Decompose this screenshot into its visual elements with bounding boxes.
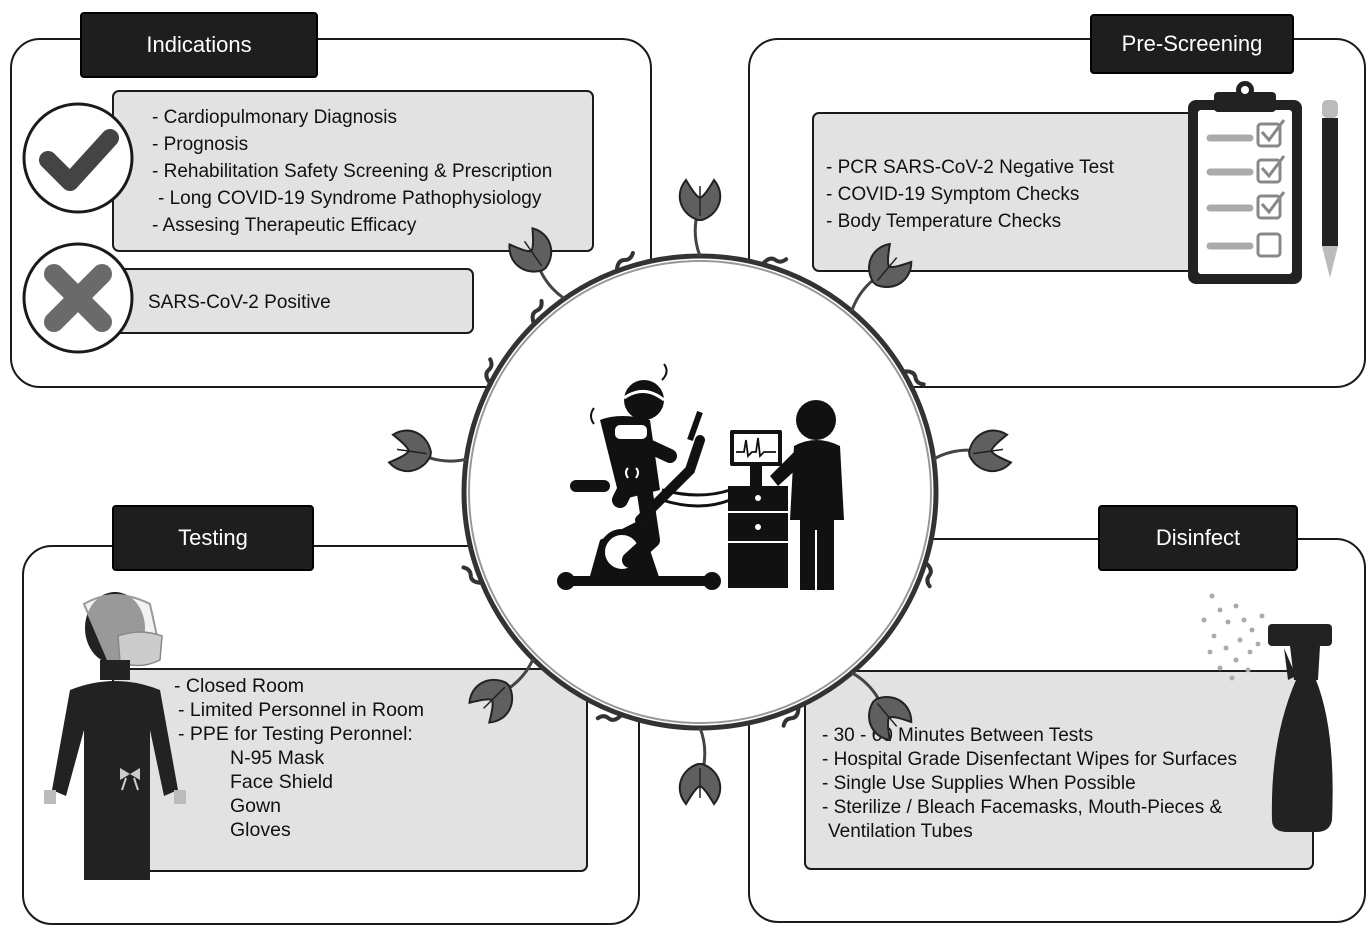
testing-title: Testing [178, 525, 248, 550]
indication-item: - Cardiopulmonary Diagnosis [152, 107, 397, 128]
disinfect-title: Disinfect [1155, 525, 1241, 550]
prescreening-item: - PCR SARS-CoV-2 Negative Test [826, 157, 1114, 178]
indication-item: - Prognosis [152, 134, 249, 155]
indication-item: - Assesing Therapeutic Efficacy [152, 215, 417, 236]
disinfect-item: Ventilation Tubes [828, 821, 973, 842]
indications-title: Indications [146, 32, 252, 57]
ppe-item: N-95 Mask [230, 747, 325, 769]
contraindication-box: SARS-CoV-2 Positive [112, 268, 474, 334]
testing-item: - Limited Personnel in Room [178, 699, 425, 721]
contraindication-text: SARS-CoV-2 Positive [148, 292, 331, 313]
prescreening-list: - PCR SARS-CoV-2 Negative Test - COVID-1… [812, 112, 1200, 272]
prescreening-item: - Body Temperature Checks [826, 211, 1062, 232]
disinfect-item: - Single Use Supplies When Possible [822, 773, 1136, 794]
prescreening-title: Pre-Screening [1121, 31, 1263, 56]
testing-item: - Closed Room [174, 675, 305, 697]
testing-header: Testing [112, 505, 314, 571]
disinfect-header: Disinfect [1098, 505, 1298, 571]
indications-list: - Cardiopulmonary Diagnosis - Prognosis … [112, 90, 594, 252]
ppe-item: Gloves [230, 819, 291, 841]
exercise-bike-test-icon [557, 363, 844, 590]
disinfect-item: - Hospital Grade Disenfectant Wipes for … [822, 749, 1238, 770]
testing-item: - PPE for Testing Peronnel: [178, 723, 413, 745]
disinfect-item: - Sterilize / Bleach Facemasks, Mouth-Pi… [822, 797, 1223, 818]
ppe-item: Gown [230, 795, 281, 817]
indications-header: Indications [80, 12, 318, 78]
ppe-item: Face Shield [230, 771, 333, 793]
prescreening-header: Pre-Screening [1090, 14, 1294, 74]
indication-item: - Rehabilitation Safety Screening & Pres… [152, 161, 553, 182]
indication-item: - Long COVID-19 Syndrome Pathophysiology [158, 188, 542, 209]
prescreening-item: - COVID-19 Symptom Checks [826, 184, 1080, 205]
